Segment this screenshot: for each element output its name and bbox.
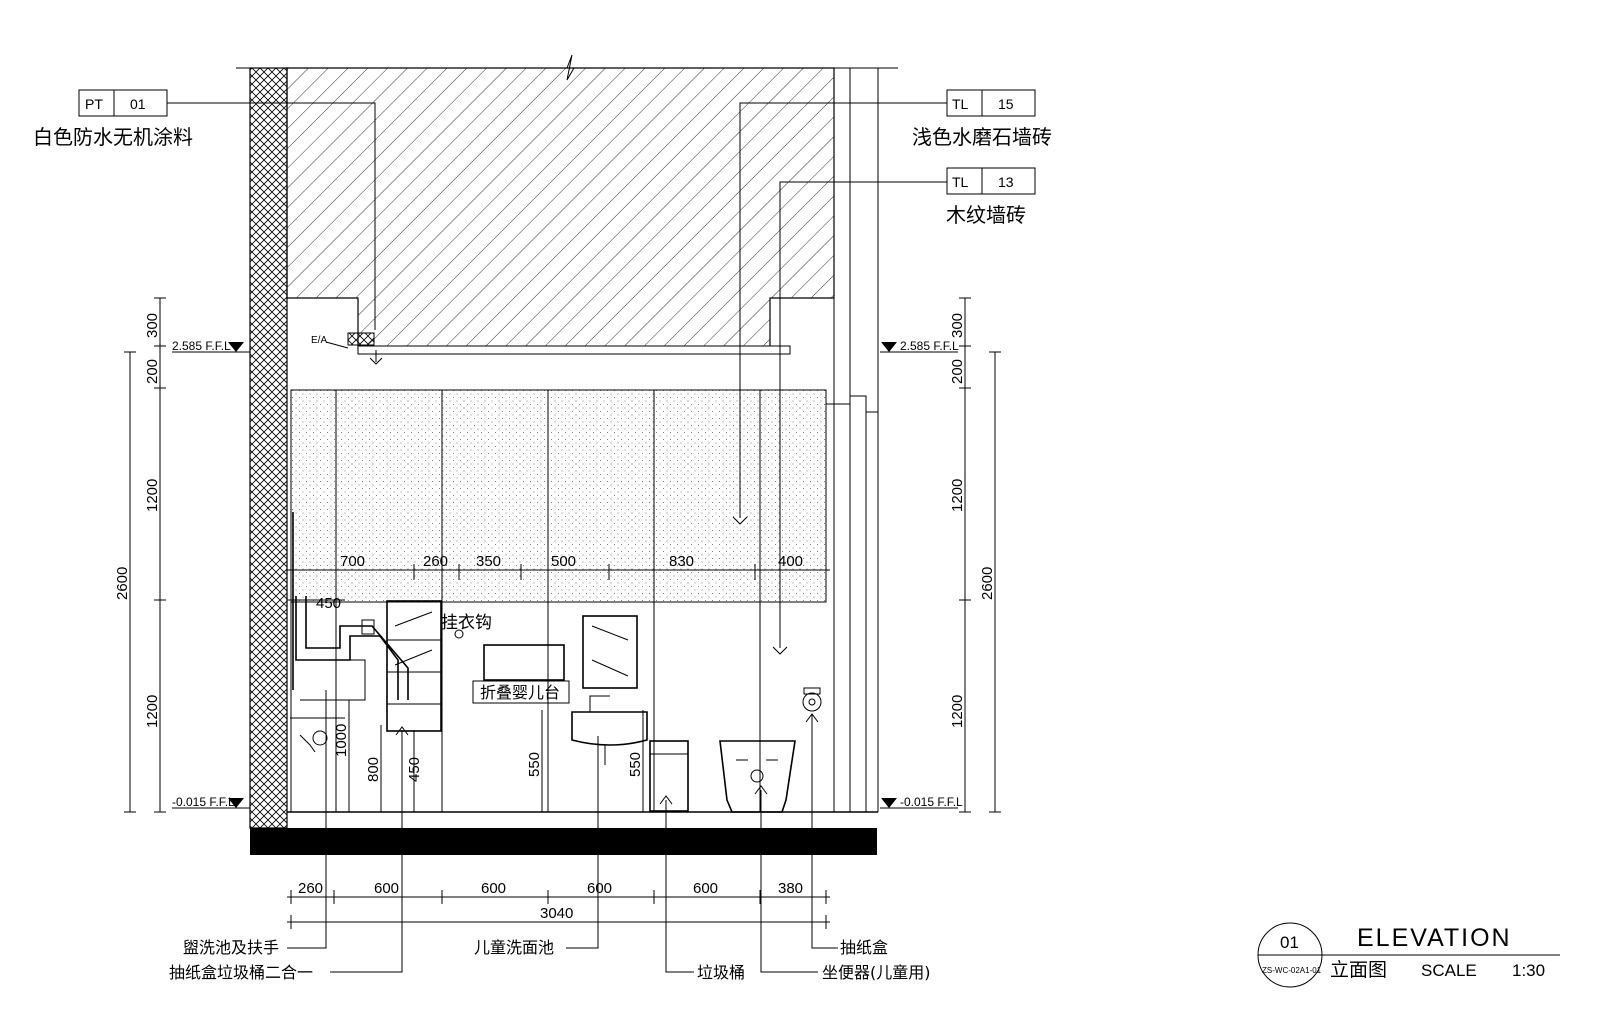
svg-text:400: 400 [778,553,803,570]
mirror [582,615,638,689]
folding-baby-table: 折叠婴儿台 [472,644,570,704]
svg-text:2600: 2600 [114,567,131,600]
terrazzo-tile-band [290,389,827,603]
svg-text:450: 450 [316,595,341,612]
tissue-holder [802,687,822,712]
tissue-bin-cabinet [386,600,442,732]
material-tag-pt01: PT 01 白色防水无机涂料 [33,89,376,330]
svg-text:13: 13 [998,174,1014,190]
svg-text:垃圾桶: 垃圾桶 [697,963,745,982]
svg-text:浅色水磨石墙砖: 浅色水磨石墙砖 [912,125,1052,149]
coat-hook: 挂衣钩 [441,613,492,639]
material-tag-tl15: TL 15 浅色水磨石墙砖 [732,89,1052,525]
svg-text:550: 550 [627,752,644,777]
svg-text:1200: 1200 [949,479,966,512]
left-wall-column [249,67,288,829]
title-block: 01 ZS-WC-02A1-01 ELEVATION 立面图 SCALE 1:3… [1257,922,1560,988]
svg-text:2.585 F.F.L: 2.585 F.F.L [172,339,231,353]
svg-text:挂衣钩: 挂衣钩 [441,613,492,633]
svg-text:260: 260 [423,553,448,570]
wall-sink-with-grab-bar: 450 [287,512,409,753]
svg-text:600: 600 [481,880,506,897]
scale-label: SCALE [1421,961,1477,980]
svg-text:抽纸盒: 抽纸盒 [840,938,888,957]
svg-text:2600: 2600 [979,567,996,600]
svg-text:坐便器(儿童用): 坐便器(儿童用) [822,963,931,982]
top-dimension-row: 700 260 350 500 830 400 [287,553,830,580]
svg-text:盥洗池及扶手: 盥洗池及扶手 [183,938,279,957]
svg-text:1200: 1200 [144,695,161,728]
svg-text:1000: 1000 [333,724,350,757]
svg-text:300: 300 [144,313,161,338]
svg-text:TL: TL [952,96,969,112]
svg-text:550: 550 [526,752,543,777]
right-vertical-dimensions: 300 200 1200 1200 2600 [949,297,1001,813]
drawing-title: ELEVATION [1357,924,1512,952]
kids-toilet [719,740,796,813]
fixture-callouts: 盥洗池及扶手 抽纸盒垃圾桶二合一 儿童洗面池 垃圾桶 抽纸盒 坐便器(儿童用) [169,938,931,982]
svg-text:儿童洗面池: 儿童洗面池 [474,938,554,957]
svg-text:450: 450 [406,757,423,782]
svg-text:TL: TL [952,174,969,190]
sheet-code: ZS-WC-02A1-01 [1262,966,1322,975]
trash-bin [649,740,689,812]
drawing-subtitle: 立面图 [1330,959,1387,981]
left-vertical-dimensions: 300 200 1200 1200 2600 [114,297,166,813]
height-dimensions: 1000 800 450 550 550 [333,700,644,812]
svg-text:200: 200 [144,359,161,384]
material-tag-tl13: TL 13 木纹墙砖 [772,167,1036,655]
floor-slab [250,828,877,855]
svg-text:600: 600 [693,880,718,897]
exhaust-vent: E/A [311,332,383,365]
svg-text:15: 15 [998,96,1014,112]
svg-text:2.585 F.F.L: 2.585 F.F.L [900,339,959,353]
svg-text:白色防水无机涂料: 白色防水无机涂料 [33,125,193,149]
drawing-number: 01 [1280,933,1299,952]
svg-text:3040: 3040 [540,905,573,922]
svg-text:260: 260 [298,880,323,897]
false-ceiling [357,345,791,355]
svg-text:抽纸盒垃圾桶二合一: 抽纸盒垃圾桶二合一 [169,963,313,982]
svg-text:380: 380 [778,880,803,897]
svg-text:800: 800 [365,757,382,782]
leader-lines [287,690,838,973]
svg-text:600: 600 [374,880,399,897]
kids-washbasin [571,695,648,765]
svg-text:300: 300 [949,313,966,338]
svg-text:01: 01 [130,96,146,112]
svg-text:200: 200 [949,359,966,384]
scale-value: 1:30 [1512,961,1545,980]
ceiling-slab-hatch [286,67,835,349]
svg-text:600: 600 [587,880,612,897]
svg-text:PT: PT [85,96,103,112]
svg-text:500: 500 [551,553,576,570]
svg-text:木纹墙砖: 木纹墙砖 [946,203,1026,227]
level-marks: 2.585 F.F.L -0.015 F.F.L 2.585 F.F.L -0.… [172,339,963,809]
svg-text:E/A: E/A [311,335,327,346]
svg-text:-0.015 F.F.L: -0.015 F.F.L [172,795,235,809]
svg-text:-0.015 F.F.L: -0.015 F.F.L [900,795,963,809]
svg-text:830: 830 [669,553,694,570]
svg-text:350: 350 [476,553,501,570]
svg-text:1200: 1200 [949,695,966,728]
svg-text:1200: 1200 [144,479,161,512]
svg-text:700: 700 [340,553,365,570]
svg-text:折叠婴儿台: 折叠婴儿台 [480,683,560,702]
bottom-dimension-rows: 260 600 600 600 600 380 3040 [287,880,830,929]
